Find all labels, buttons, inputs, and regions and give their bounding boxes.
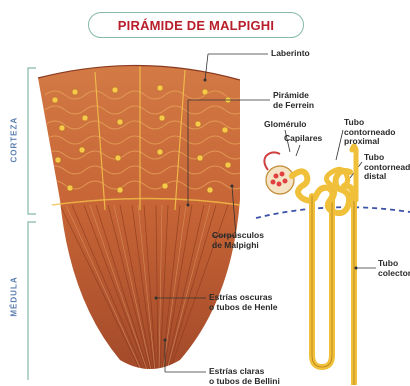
label-piramide-ferrein: Pirámide de Ferrein bbox=[273, 91, 314, 110]
label-laberinto: Laberinto bbox=[271, 49, 310, 59]
label-corpusculos: Corpúsculos de Malpighi bbox=[212, 231, 264, 250]
label-glomerulo: Glomérulo bbox=[264, 120, 307, 130]
cortex-region-label: CORTEZA bbox=[10, 119, 19, 163]
label-tubo-distal: Tubo contorneado distal bbox=[364, 153, 410, 182]
medulla-region-label: MÉDULA bbox=[10, 275, 19, 319]
nephron bbox=[264, 146, 356, 385]
collecting-duct bbox=[344, 186, 354, 385]
label-tubo-colector: Tubo colector bbox=[378, 259, 410, 278]
label-estrias-claras: Estrías claras o tubos de Bellini bbox=[209, 367, 280, 386]
bowman-capsule bbox=[266, 166, 294, 194]
cortex-bracket bbox=[28, 68, 36, 214]
label-estrias-oscuras: Estrías oscuras o tubos de Henle bbox=[209, 293, 277, 312]
medulla-bracket bbox=[28, 222, 36, 380]
label-capilares: Capilares bbox=[284, 134, 322, 144]
label-tubo-proximal: Tubo contorneado proximal bbox=[344, 118, 395, 147]
malpighi-pyramid bbox=[38, 65, 245, 370]
proximal-tubule bbox=[292, 171, 350, 213]
page-title: PIRÁMIDE DE MALPIGHI bbox=[88, 12, 304, 38]
loop-of-henle bbox=[312, 196, 332, 367]
